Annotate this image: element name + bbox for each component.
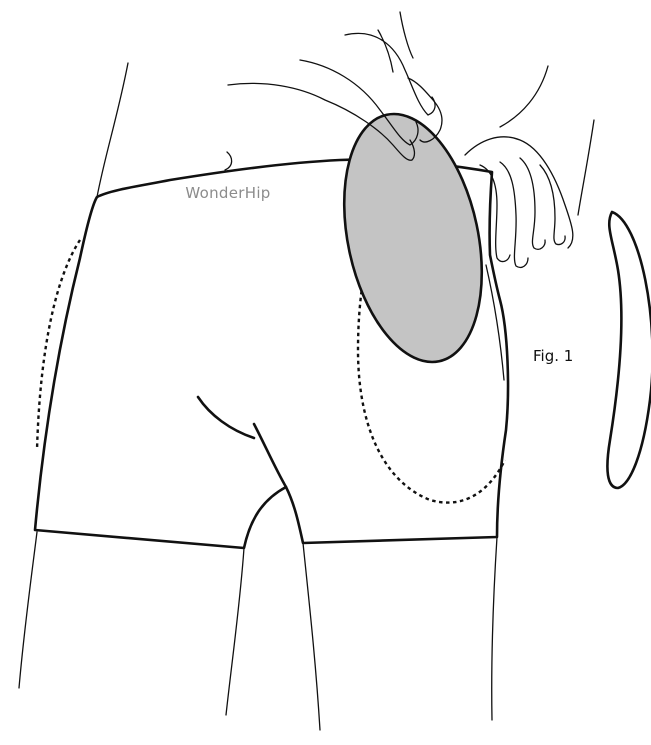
left-hip-pocket-dashed <box>37 240 80 450</box>
right-hand-palm <box>465 137 573 248</box>
right-finger-4 <box>540 165 565 245</box>
hand-forearm-top <box>400 12 413 58</box>
right-outer-leg-line <box>492 537 497 720</box>
standalone-hip-pad <box>607 212 651 488</box>
figure-label: Fig. 1 <box>533 347 573 365</box>
right-finger-1 <box>480 165 510 262</box>
hand-thumb <box>378 30 393 72</box>
right-forearm-line-2 <box>578 120 594 215</box>
left-outer-leg-line <box>19 532 37 688</box>
left-torso-line <box>97 63 128 197</box>
waist-crease <box>225 152 232 170</box>
crotch-curve <box>198 397 254 438</box>
hand-finger-3 <box>345 33 435 115</box>
right-finger-3 <box>520 158 545 249</box>
right-hand-illustration <box>465 66 594 267</box>
left-inner-leg-line <box>226 548 244 715</box>
waistband-brand-mark: WonderHip <box>185 184 270 202</box>
inner-seam-line <box>254 424 286 487</box>
right-finger-2 <box>500 162 528 267</box>
right-inner-leg-line <box>303 543 320 730</box>
right-forearm-line-1 <box>500 66 548 127</box>
